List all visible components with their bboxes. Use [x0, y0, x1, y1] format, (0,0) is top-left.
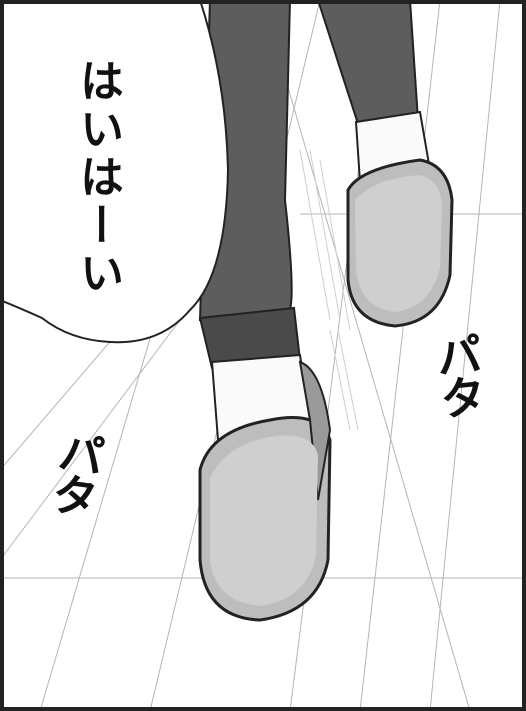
motion-lines — [299, 149, 359, 431]
sound-effect-right: パタ — [426, 329, 490, 419]
speech-text: はいはーい — [72, 58, 123, 298]
sound-effect-left: パタ — [43, 426, 109, 518]
speech-bubble — [0, 0, 230, 344]
